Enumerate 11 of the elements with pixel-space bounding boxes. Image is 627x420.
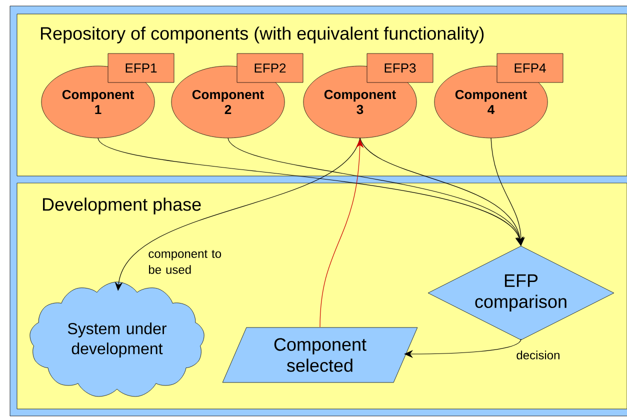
system-cloud: System under development bbox=[30, 282, 204, 397]
arrow bbox=[98, 138, 524, 246]
arrow bbox=[404, 338, 522, 358]
efp-box: EFP1 bbox=[108, 53, 174, 83]
data-parallelogram: Component selected bbox=[222, 327, 418, 383]
edge-label: decision bbox=[516, 350, 560, 360]
edge-label: component to be used bbox=[148, 250, 222, 274]
efp-box: EFP3 bbox=[366, 53, 434, 83]
arrow bbox=[490, 138, 526, 246]
efp-box: EFP2 bbox=[236, 53, 304, 83]
efp-box: EFP4 bbox=[496, 53, 564, 83]
